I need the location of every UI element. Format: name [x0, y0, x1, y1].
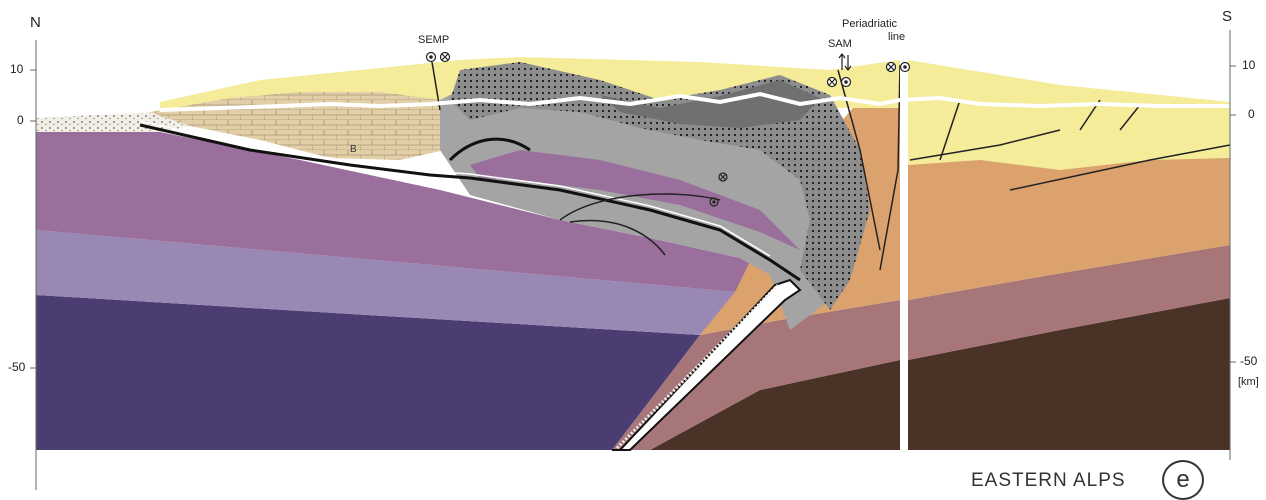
north-label: N	[30, 14, 41, 31]
periadriatic-label-line2: line	[888, 31, 905, 44]
figure-caption: EASTERN ALPS	[971, 470, 1126, 492]
right-tick-label-10: 10	[1242, 58, 1255, 72]
left-tick-label-50: -50	[8, 360, 25, 374]
semp-symbols	[427, 53, 450, 62]
sam-arrows	[839, 54, 851, 70]
unit-b-label: B	[350, 144, 357, 155]
panel-letter: e	[1176, 466, 1189, 494]
left-tick-label-0: 0	[17, 113, 24, 127]
section-gap	[900, 60, 908, 450]
panel-badge: e	[1162, 460, 1204, 500]
sam-label: SAM	[828, 38, 852, 51]
left-tick-label-10: 10	[10, 62, 23, 76]
right-tick-label-50: -50	[1240, 354, 1257, 368]
south-label: S	[1222, 8, 1232, 25]
periadriatic-label-line1: Periadriatic	[842, 18, 897, 31]
semp-label: SEMP	[418, 34, 449, 47]
right-tick-label-0: 0	[1248, 107, 1255, 121]
right-axis-unit: [km]	[1238, 376, 1259, 388]
